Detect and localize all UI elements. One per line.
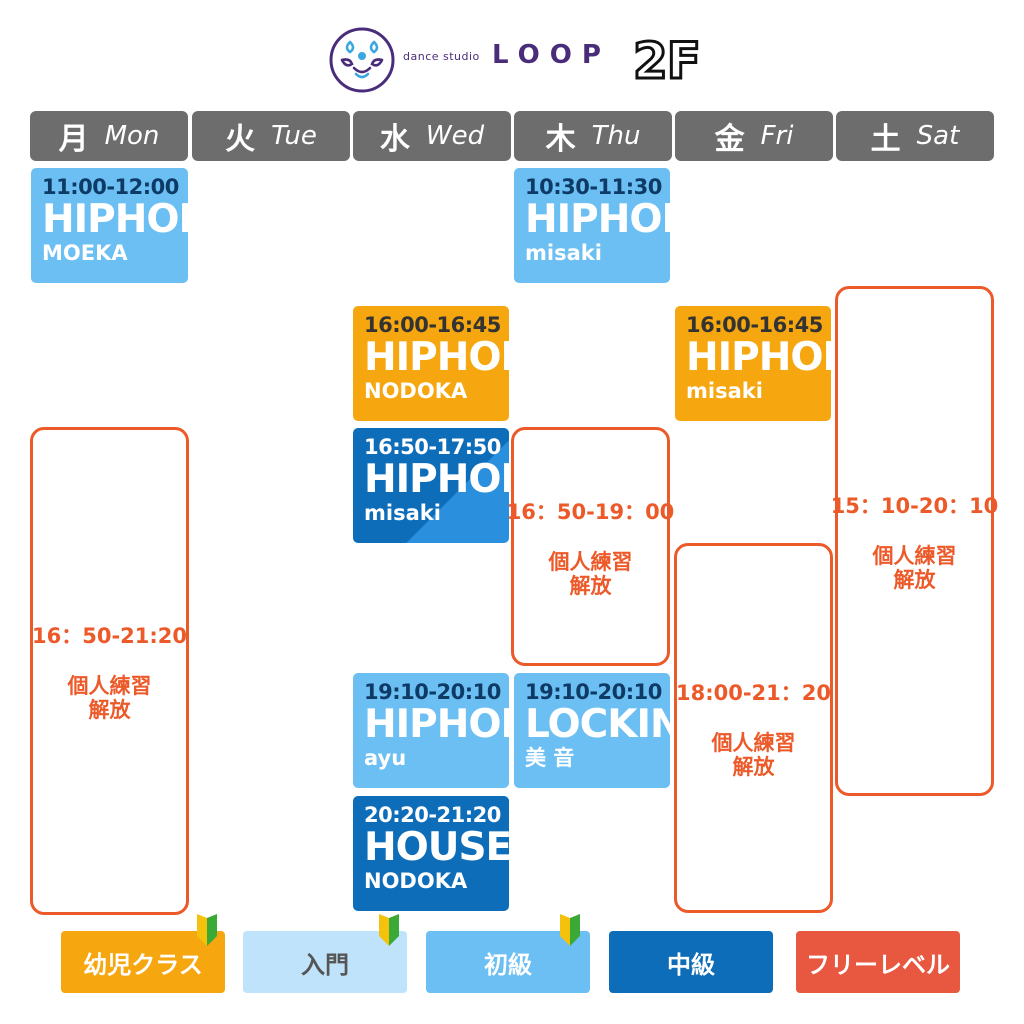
open-practice-label-1: 個人練習	[67, 674, 152, 698]
class-card-wed-hiphop-nodoka[interactable]: 16:00-16:45 HIPHOP NODOKA	[353, 306, 509, 421]
open-practice-thu[interactable]: 16：50-19：00 個人練習 解放	[507, 427, 674, 666]
day-kanji: 金	[714, 122, 745, 157]
open-practice-label-2: 解放	[569, 573, 612, 598]
day-header-thu: 木 Thu	[514, 111, 672, 161]
legend-free-level: フリーレベル	[796, 931, 960, 993]
legend-intro: 入門	[243, 931, 407, 993]
open-practice-label-2: 解放	[88, 698, 131, 722]
class-card-mon-hiphop-moeka[interactable]: 11:00-12:00 HIPHOP MOEKA	[31, 168, 188, 283]
legend-label: 幼児クラス	[83, 950, 203, 979]
class-card-thu-hiphop-misaki[interactable]: 10:30-11:30 HIPHOP misaki	[514, 168, 670, 283]
day-header-mon: 月 Mon	[30, 111, 188, 161]
open-practice-label-2: 解放	[732, 755, 775, 779]
day-header-fri: 金 Fri	[675, 111, 833, 161]
open-practice-sat[interactable]: 15：10-20：10 個人練習 解放	[831, 286, 998, 796]
class-card-thu-lockin[interactable]: 19:10-20:10 LOCKIN 美 音	[514, 673, 670, 788]
legend-label: 中級	[667, 950, 715, 979]
open-practice-label-1: 個人練習	[872, 544, 957, 568]
day-kanji: 土	[870, 122, 901, 157]
class-genre: HIPHOP	[42, 197, 188, 242]
beginner-leaf-icon	[377, 914, 401, 946]
class-genre: HIPHOP	[364, 702, 509, 747]
legend-kids: 幼児クラス	[61, 931, 225, 993]
legend-intermediate: 中級	[609, 931, 773, 993]
class-card-wed-house-nodoka[interactable]: 20:20-21:20 HOUSE NODOKA	[353, 796, 509, 911]
open-practice-label-1: 個人練習	[548, 549, 633, 574]
legend-beginner: 初級	[426, 931, 590, 993]
class-time: 16:00-16:45	[686, 313, 823, 337]
class-time: 19:10-20:10	[525, 680, 662, 704]
beginner-leaf-icon	[195, 914, 219, 946]
brand-name: LOOP	[492, 40, 611, 70]
legend-label: フリーレベル	[806, 950, 950, 979]
brand-prefix: dance studio	[403, 50, 480, 63]
day-kanji: 月	[58, 122, 89, 157]
class-time: 11:00-12:00	[42, 175, 179, 199]
open-practice-time: 18:00-21：20	[676, 681, 832, 705]
day-header-sat: 土 Sat	[836, 111, 994, 161]
day-kanji: 水	[379, 122, 410, 157]
day-header-tue: 火 Tue	[192, 111, 350, 161]
open-practice-time: 16：50-19：00	[506, 499, 675, 524]
class-card-fri-hiphop-misaki[interactable]: 16:00-16:45 HIPHOP misaki	[675, 306, 831, 421]
day-kanji: 火	[225, 122, 256, 157]
loop-logo-icon	[328, 26, 396, 94]
class-card-wed-hiphop-misaki[interactable]: 16:50-17:50 HIPHOP misaki	[353, 428, 509, 543]
day-english: Mon	[104, 121, 160, 151]
class-genre: LOCKIN	[525, 702, 670, 747]
beginner-leaf-icon	[558, 914, 582, 946]
legend-label: 入門	[301, 950, 349, 979]
class-genre: HIPHOP	[525, 197, 670, 242]
class-instructor: misaki	[686, 379, 763, 403]
class-genre: HIPHOP	[364, 335, 509, 380]
day-english: Wed	[425, 121, 485, 151]
open-practice-fri[interactable]: 18:00-21：20 個人練習 解放	[674, 543, 833, 913]
class-time: 19:10-20:10	[364, 680, 501, 704]
class-instructor: misaki	[525, 241, 602, 265]
day-kanji: 木	[545, 122, 576, 157]
open-practice-mon[interactable]: 16：50-21:20 個人練習 解放	[30, 427, 189, 915]
class-time: 16:50-17:50	[364, 435, 501, 459]
class-instructor: ayu	[364, 746, 407, 770]
open-practice-label: 個人練習 解放	[873, 544, 957, 592]
class-genre: HIPHOP	[364, 457, 509, 502]
open-practice-time: 16：50-21:20	[32, 624, 188, 648]
open-practice-label: 個人練習 解放	[68, 674, 152, 722]
class-instructor: 美 音	[525, 746, 575, 770]
class-time: 10:30-11:30	[525, 175, 662, 199]
legend-label: 初級	[484, 950, 532, 979]
class-instructor: NODOKA	[364, 379, 468, 403]
floor-label: 2F	[632, 31, 703, 92]
class-instructor: MOEKA	[42, 241, 128, 265]
class-instructor: NODOKA	[364, 869, 468, 893]
open-practice-label: 個人練習 解放	[549, 550, 633, 598]
class-genre: HIPHOP	[686, 335, 831, 380]
day-english: Thu	[591, 121, 641, 151]
class-time: 20:20-21:20	[364, 803, 501, 827]
class-time: 16:00-16:45	[364, 313, 501, 337]
class-genre: HOUSE	[364, 825, 509, 870]
class-instructor: misaki	[364, 501, 441, 525]
day-english: Tue	[271, 121, 317, 151]
day-header-wed: 水 Wed	[353, 111, 511, 161]
open-practice-label-1: 個人練習	[711, 731, 796, 755]
day-english: Fri	[760, 121, 794, 151]
open-practice-time: 15：10-20：10	[830, 494, 999, 518]
open-practice-label: 個人練習 解放	[712, 731, 796, 779]
open-practice-label-2: 解放	[893, 568, 936, 592]
day-english: Sat	[916, 121, 960, 151]
class-card-wed-hiphop-ayu[interactable]: 19:10-20:10 HIPHOP ayu	[353, 673, 509, 788]
